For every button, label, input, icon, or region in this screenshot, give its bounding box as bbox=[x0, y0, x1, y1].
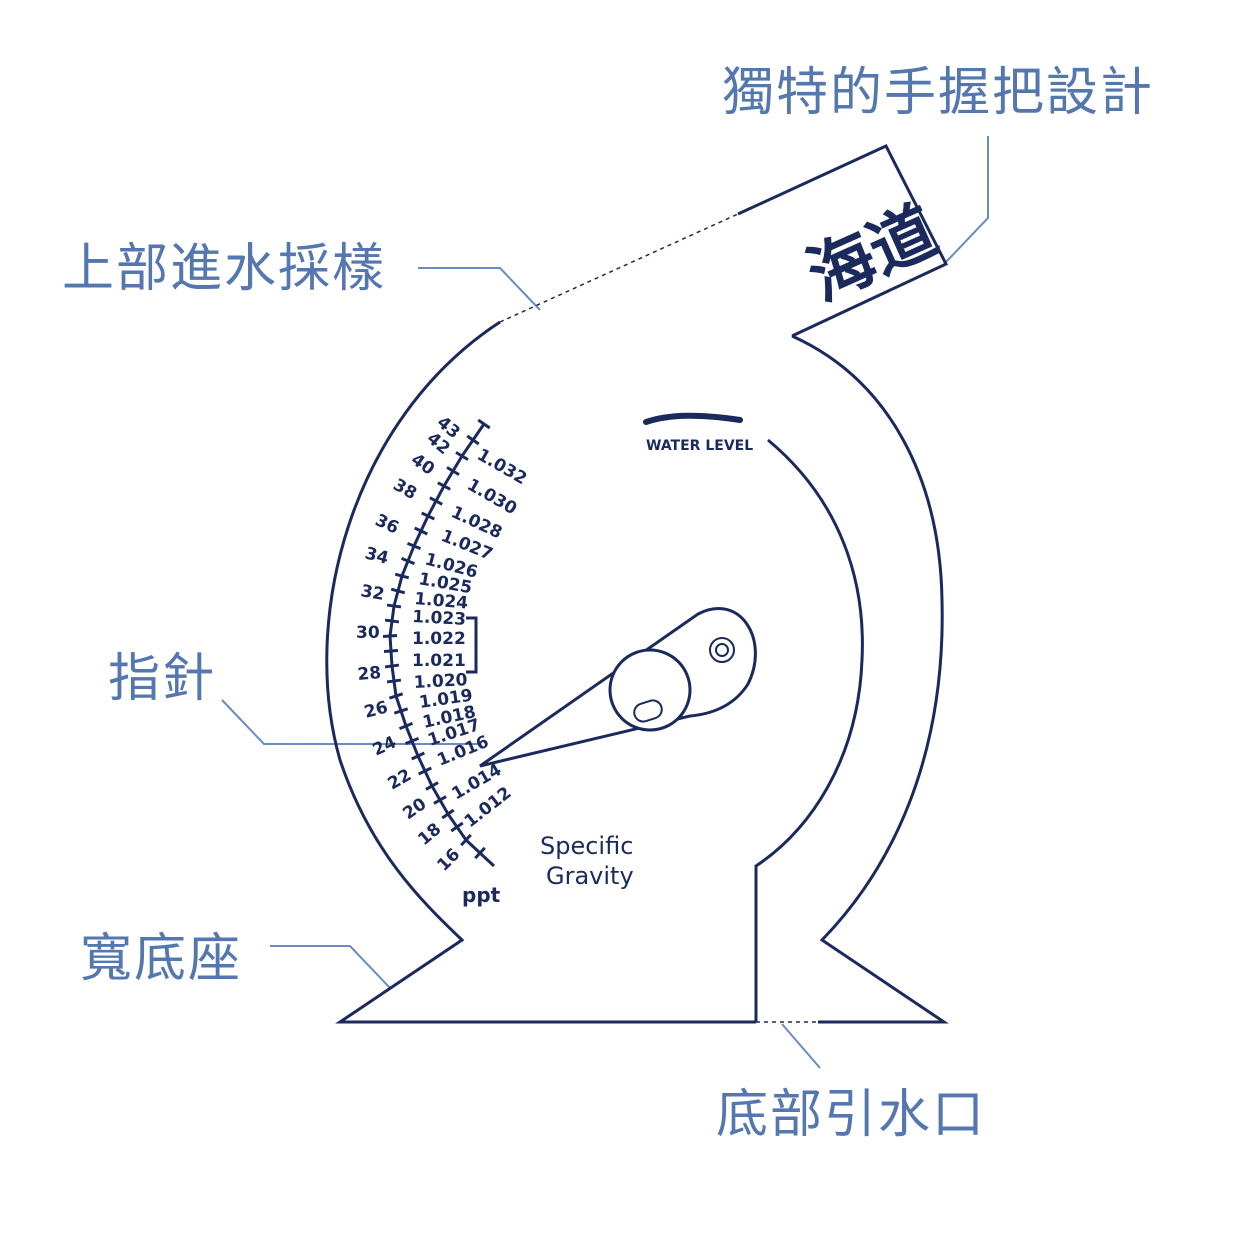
scale-tick bbox=[400, 557, 416, 565]
leader-base bbox=[270, 945, 391, 989]
scale-tick bbox=[386, 678, 402, 684]
inner-chamber-wall bbox=[754, 438, 864, 1022]
scale-tick bbox=[460, 833, 472, 847]
scale-tick bbox=[437, 481, 451, 491]
scale-tick bbox=[433, 795, 447, 805]
callout-pointer-label: 指針 bbox=[108, 649, 216, 709]
scale-tick bbox=[455, 451, 469, 461]
top-intake-opening bbox=[499, 213, 739, 323]
sg-tick-label: 1.022 bbox=[412, 629, 466, 649]
unit-label: ppt bbox=[462, 883, 501, 907]
grip-handle-outline bbox=[737, 144, 949, 338]
scale-tick bbox=[421, 511, 435, 521]
gauge-title-line1: Specific bbox=[540, 832, 633, 860]
scale-tick bbox=[390, 587, 406, 595]
scale-tick bbox=[446, 466, 460, 476]
ppt-tick-label: 24 bbox=[370, 732, 400, 760]
leader-grip bbox=[945, 136, 989, 263]
pivot-center bbox=[715, 643, 729, 657]
callout-top-intake-label: 上部進水採樣 bbox=[62, 239, 386, 299]
scale-tick bbox=[466, 434, 480, 446]
scale-tick bbox=[406, 542, 422, 550]
ppt-tick-label: 18 bbox=[414, 819, 445, 850]
body-outer-right-edge bbox=[791, 334, 949, 1024]
scale-tick bbox=[411, 751, 425, 761]
target-range-bracket bbox=[466, 616, 478, 674]
ppt-tick-label: 28 bbox=[357, 663, 382, 685]
scale-tick bbox=[382, 634, 398, 638]
counterweight-disc bbox=[608, 648, 692, 732]
sg-tick-label: 1.021 bbox=[412, 651, 466, 671]
callout-bottom-inlet-label: 底部引水口 bbox=[716, 1085, 986, 1145]
sg-tick-label: 1.024 bbox=[414, 589, 469, 614]
scale-tick bbox=[429, 496, 443, 506]
scale-tick bbox=[404, 737, 420, 745]
ppt-tick-label: 38 bbox=[390, 475, 421, 504]
sg-tick-label: 1.020 bbox=[413, 670, 468, 693]
counterweight-slot bbox=[633, 699, 663, 723]
scale-tick bbox=[398, 722, 414, 730]
ppt-tick-label: 16 bbox=[433, 845, 464, 876]
scale-tick bbox=[384, 663, 400, 669]
callout-grip-label: 獨特的手握把設計 bbox=[722, 63, 1154, 123]
leader-top-intake bbox=[418, 267, 541, 311]
scale-tick bbox=[474, 846, 486, 860]
scale-tick bbox=[425, 781, 439, 791]
ppt-tick-label: 36 bbox=[372, 510, 402, 538]
gauge-title-line2: Gravity bbox=[546, 862, 634, 890]
scale-tick bbox=[383, 649, 399, 653]
scale-tick bbox=[388, 692, 404, 700]
scale-tick bbox=[477, 418, 491, 430]
scale-tick bbox=[418, 766, 432, 776]
scale-tick bbox=[394, 572, 410, 580]
scale-tick bbox=[414, 526, 428, 536]
water-level-label: WATER LEVEL bbox=[646, 438, 753, 454]
pointer-needle bbox=[479, 607, 757, 768]
ppt-tick-label: 20 bbox=[399, 794, 430, 824]
salinity-scale: 4342403836343230282624222018161.0321.030… bbox=[356, 413, 530, 876]
ppt-tick-label: 26 bbox=[362, 697, 390, 722]
scale-tick bbox=[441, 808, 455, 820]
scale-tick bbox=[386, 603, 402, 609]
body-outer-left-edge bbox=[325, 320, 756, 1024]
ppt-tick-label: 30 bbox=[356, 623, 380, 643]
scale-tick bbox=[450, 821, 464, 833]
water-level-line bbox=[643, 412, 743, 425]
callout-base-label: 寬底座 bbox=[80, 929, 242, 989]
sg-tick-label: 1.023 bbox=[412, 607, 467, 630]
hydrometer-body bbox=[325, 144, 949, 1024]
scale-tick bbox=[384, 618, 400, 624]
scale-tick bbox=[393, 707, 409, 715]
ppt-tick-label: 40 bbox=[407, 450, 438, 480]
ppt-tick-label: 22 bbox=[385, 765, 416, 794]
ppt-tick-label: 32 bbox=[359, 581, 386, 605]
leader-bottom-inlet bbox=[781, 1023, 821, 1069]
ppt-tick-label: 34 bbox=[363, 544, 391, 569]
pivot-ring bbox=[709, 637, 735, 663]
